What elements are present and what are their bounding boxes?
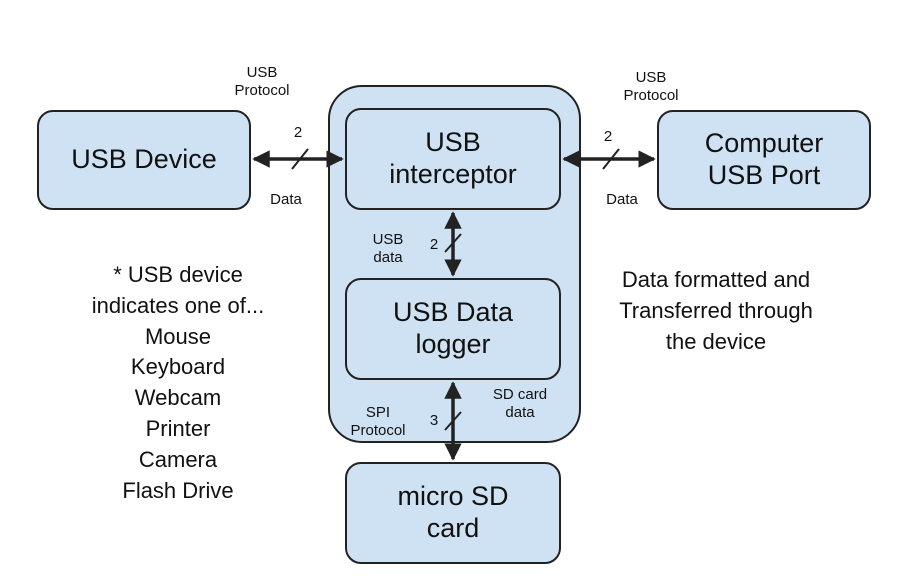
data-right-label: Data [606,191,638,208]
bus-width-spi-label: 3 [429,412,439,429]
computer-usb-port-box: Computer USB Port [657,110,871,210]
usb-protocol-right-label: USB Protocol [623,69,679,104]
usb-data-logger-box: USB Data logger [345,278,561,380]
data-left-label: Data [270,191,302,208]
bus-width-right-label: 2 [603,128,613,145]
usb-device-box: USB Device [37,110,251,210]
usb-data-link-slash [444,233,462,253]
bus-width-left-label: 2 [293,124,303,141]
computer-link-slash [602,148,620,170]
spi-protocol-label: SPI Protocol [350,404,406,439]
spi-link-slash [444,411,462,431]
bus-width-usb-data-label: 2 [429,236,439,253]
data-formatted-note: Data formatted and Transferred through t… [619,267,813,354]
usb-device-link-slash [291,148,309,170]
usb-data-label: USB data [372,231,404,266]
usb-device-types-note: * USB device indicates one of... Mouse K… [91,262,265,503]
sd-card-data-label: SD card data [492,386,548,421]
usb-interceptor-box: USB interceptor [345,108,561,210]
usb-protocol-left-label: USB Protocol [234,64,290,99]
micro-sd-card-box: micro SD card [345,462,561,564]
